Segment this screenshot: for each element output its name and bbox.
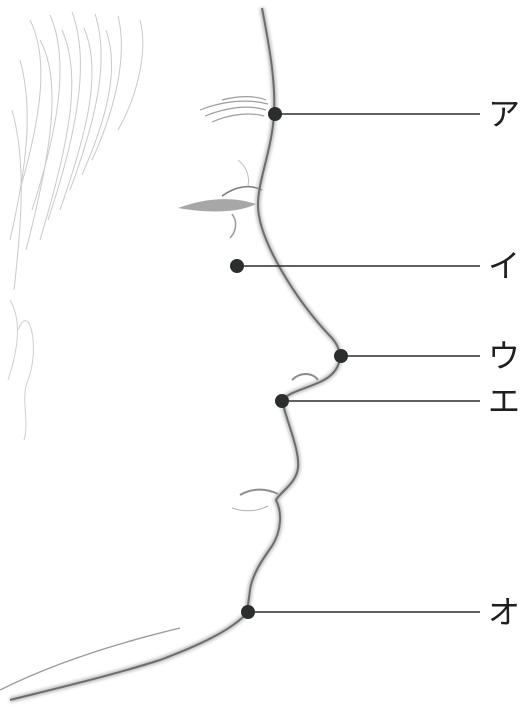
marker-dot-u <box>334 349 348 363</box>
landmark-i <box>230 259 480 273</box>
marker-dot-e <box>275 394 289 408</box>
landmark-label-i: イ <box>488 250 520 282</box>
profile-line <box>10 8 340 700</box>
landmark-o <box>241 605 480 619</box>
marker-dot-a <box>268 107 282 121</box>
marker-dot-i <box>230 259 244 273</box>
landmark-u <box>334 349 480 363</box>
profile-shadow <box>10 8 340 700</box>
eye-sketch <box>178 160 262 238</box>
landmark-a <box>268 107 480 121</box>
landmark-label-a: ア <box>488 98 520 130</box>
landmark-label-u: ウ <box>488 340 520 372</box>
nose-mouth-sketch <box>232 374 318 511</box>
ear-sketch <box>8 300 33 440</box>
landmark-e <box>275 394 480 408</box>
marker-dot-o <box>241 605 255 619</box>
landmark-label-o: オ <box>488 596 520 628</box>
hair-sketch <box>10 12 143 290</box>
landmark-label-e: エ <box>488 385 520 417</box>
eyebrow-sketch <box>200 97 268 122</box>
